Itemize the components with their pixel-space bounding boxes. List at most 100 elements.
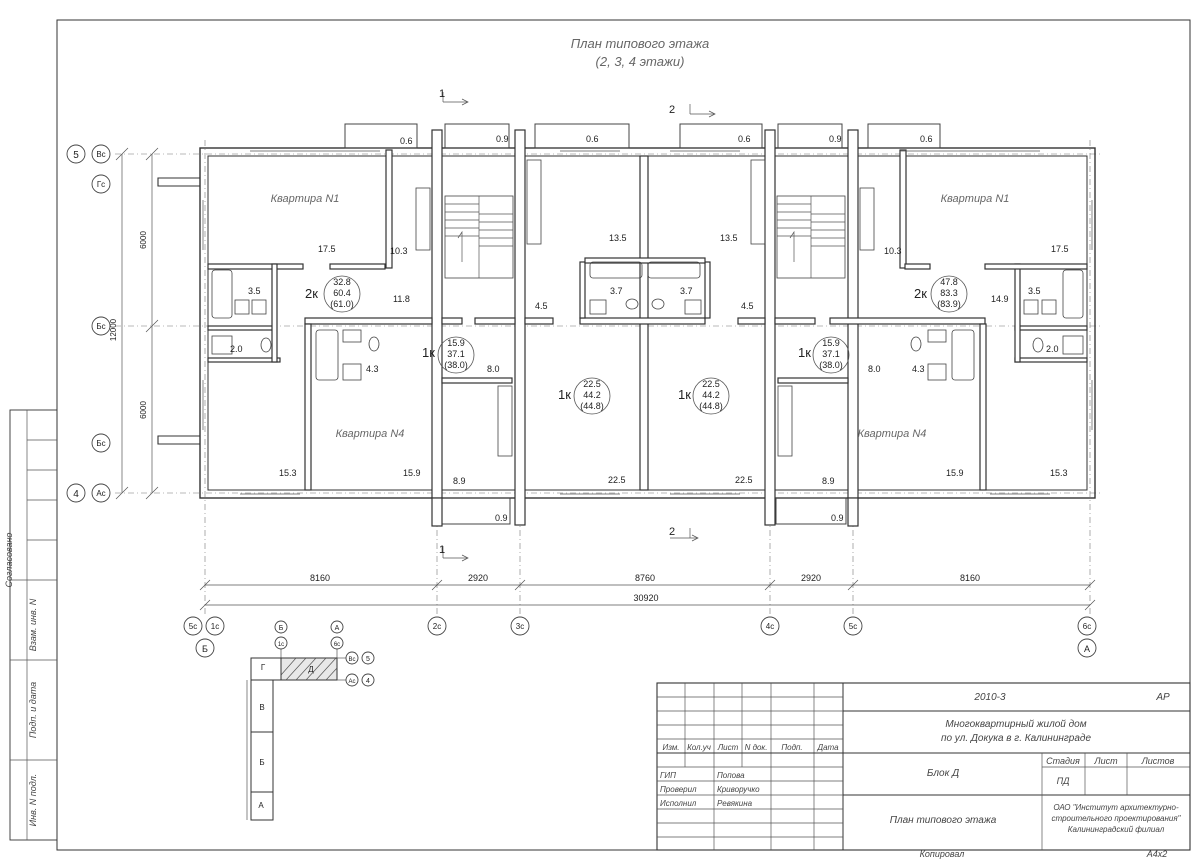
svg-text:Вс: Вс (96, 150, 105, 159)
room-area: 4.5 (535, 301, 548, 311)
balcony-area: 0.6 (738, 134, 751, 144)
role-executed: Исполнил (660, 799, 697, 808)
svg-text:В: В (259, 703, 264, 712)
room-areas: 17.5 10.3 3.5 11.8 2.0 4.3 8.0 15.3 15.9… (230, 134, 1069, 523)
room-area: 8.9 (453, 476, 466, 486)
project-name-line2: по ул. Докука в г. Калининграде (941, 733, 1091, 744)
svg-text:30920: 30920 (633, 593, 658, 603)
svg-text:6000: 6000 (139, 401, 148, 419)
stage-header: Стадия (1046, 756, 1080, 766)
org-line1: ОАО "Институт архитектурно- (1053, 803, 1179, 812)
svg-text:А: А (1084, 644, 1090, 654)
project-name-line1: Многоквартирный жилой дом (945, 719, 1086, 730)
room-area: 15.3 (1050, 468, 1068, 478)
balcony-area: 0.6 (920, 134, 933, 144)
room-area: 8.0 (868, 364, 881, 374)
room-area: 13.5 (720, 233, 738, 243)
room-area: 13.5 (609, 233, 627, 243)
room-area: 14.9 (991, 294, 1009, 304)
svg-text:Д: Д (308, 665, 314, 674)
svg-text:Ас: Ас (96, 489, 105, 498)
room-area: 3.7 (610, 286, 623, 296)
section-cut-1-top: 1 (439, 88, 469, 106)
apartment-tag: 2к 47.8 83.3 (83.9) (914, 275, 968, 313)
svg-text:Бс: Бс (96, 322, 105, 331)
svg-text:15.9: 15.9 (447, 338, 465, 348)
section-cut-2-bottom: 2 (669, 526, 699, 542)
svg-text:6с: 6с (1083, 622, 1091, 631)
svg-text:2: 2 (669, 104, 675, 116)
room-area: 8.9 (822, 476, 835, 486)
svg-text:1с: 1с (211, 622, 219, 631)
sheet-header: Лист (1093, 756, 1118, 766)
sanitary-fixtures (211, 159, 1084, 457)
svg-text:Г: Г (261, 663, 266, 672)
svg-text:1к: 1к (422, 345, 435, 360)
room-area: 10.3 (390, 246, 408, 256)
sheets-header: Листов (1141, 756, 1175, 766)
org-line2: строительного проектирования" (1052, 814, 1182, 823)
stage-value: ПД (1057, 776, 1071, 786)
section-cut-1-bottom: 1 (439, 544, 469, 562)
svg-text:44.2: 44.2 (702, 390, 720, 400)
svg-text:(83.9): (83.9) (937, 299, 961, 309)
svg-text:1к: 1к (798, 345, 811, 360)
svg-text:Ас: Ас (348, 679, 355, 685)
apartment-label-n1-right: Квартира N1 (941, 193, 1010, 205)
svg-text:2к: 2к (914, 286, 927, 301)
apartment-tag: 1к 22.5 44.2 (44.8) (678, 377, 730, 415)
room-area: 3.5 (1028, 286, 1041, 296)
balcony-area: 0.9 (496, 134, 509, 144)
apartment-tag: 1к 15.9 37.1 (38.0) (798, 336, 850, 374)
balcony-area: 0.6 (586, 134, 599, 144)
svg-text:47.8: 47.8 (940, 277, 958, 287)
svg-text:37.1: 37.1 (822, 349, 840, 359)
svg-text:8760: 8760 (635, 573, 655, 583)
side-stamp-agreed: Согласовано (4, 533, 14, 588)
svg-text:1с: 1с (278, 642, 284, 648)
copied-by-label: Копировал (920, 849, 965, 859)
room-area: 8.0 (487, 364, 500, 374)
svg-text:Гс: Гс (97, 180, 105, 189)
svg-text:8160: 8160 (310, 573, 330, 583)
name-executed: Ревякина (717, 799, 753, 808)
sheet-format: А4х2 (1146, 849, 1168, 859)
drawing-title: План типового этажа (890, 815, 997, 826)
svg-text:4: 4 (73, 489, 79, 500)
svg-text:(44.8): (44.8) (699, 401, 723, 411)
svg-text:37.1: 37.1 (447, 349, 465, 359)
balcony-area: 0.9 (831, 513, 844, 523)
role-checked: Проверил (660, 785, 697, 794)
role-gip: ГИП (660, 771, 676, 780)
side-stamp-sign-date: Подп. и дата (28, 682, 38, 738)
svg-text:8160: 8160 (960, 573, 980, 583)
room-area: 2.0 (1046, 344, 1059, 354)
room-area: 11.8 (393, 294, 410, 304)
svg-text:Бс: Бс (96, 439, 105, 448)
project-stage-code: АР (1155, 692, 1170, 703)
side-stamp-inv-podl: Инв. N подл. (28, 774, 38, 827)
svg-text:83.3: 83.3 (940, 288, 958, 298)
axis-markers-left: 5 Вс Гс Бс Бс 4 Ас (66, 144, 111, 503)
apartment-tag: 1к 22.5 44.2 (44.8) (558, 377, 611, 415)
svg-text:22.5: 22.5 (583, 379, 601, 389)
room-area: 15.3 (279, 468, 297, 478)
plan-title-line1: План типового этажа (571, 36, 710, 51)
horizontal-dimension-chain: 8160 2920 8760 2920 8160 30920 (199, 573, 1096, 611)
svg-text:2920: 2920 (801, 573, 821, 583)
svg-text:1к: 1к (678, 387, 691, 402)
col-izm: Изм. (662, 743, 679, 752)
room-area: 15.9 (946, 468, 964, 478)
apartment-label-n4-right: Квартира N4 (858, 428, 927, 440)
room-area: 4.3 (366, 364, 379, 374)
svg-text:А: А (258, 801, 264, 810)
building-walls (157, 123, 1096, 527)
col-kol-uch: Кол.уч (687, 743, 711, 752)
room-area: 22.5 (735, 475, 753, 485)
svg-text:Б: Б (202, 644, 208, 654)
svg-text:3с: 3с (516, 622, 524, 631)
side-stamp: Согласовано Взам. инв. N Подп. и дата Ин… (4, 409, 58, 841)
title-block: 2010-3 АР Многоквартирный жилой дом по у… (656, 682, 1191, 851)
svg-text:5с: 5с (189, 622, 197, 631)
